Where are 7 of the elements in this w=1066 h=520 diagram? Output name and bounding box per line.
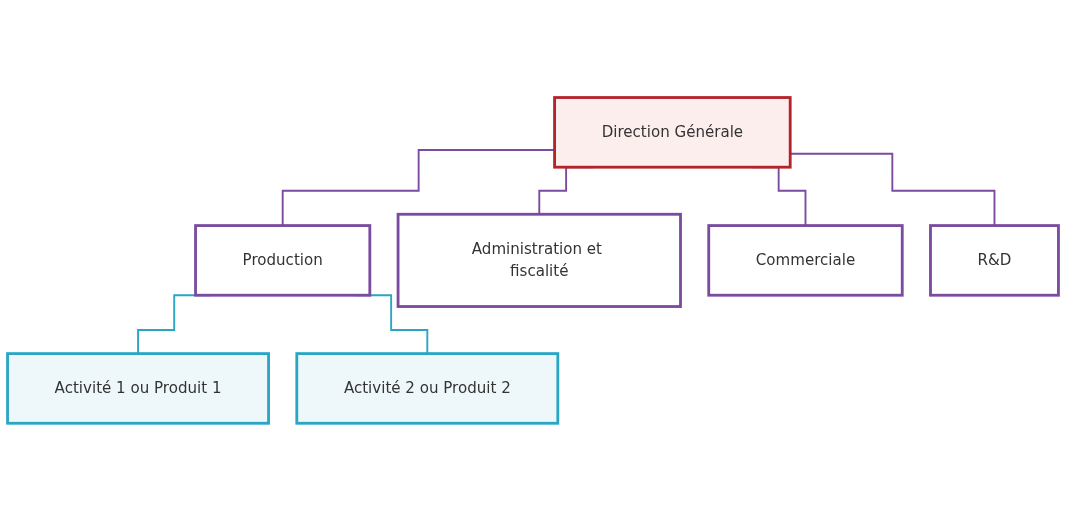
node-box: Production [194,223,372,297]
node-box: Commerciale [707,223,904,297]
node-box: R&D [929,223,1060,297]
node-box: Activité 1 ou Produit 1 [6,351,270,425]
node-box: Activité 2 ou Produit 2 [295,351,560,425]
node-box: Administration et fiscalité [396,212,682,308]
node-box: Direction Générale [553,95,792,169]
